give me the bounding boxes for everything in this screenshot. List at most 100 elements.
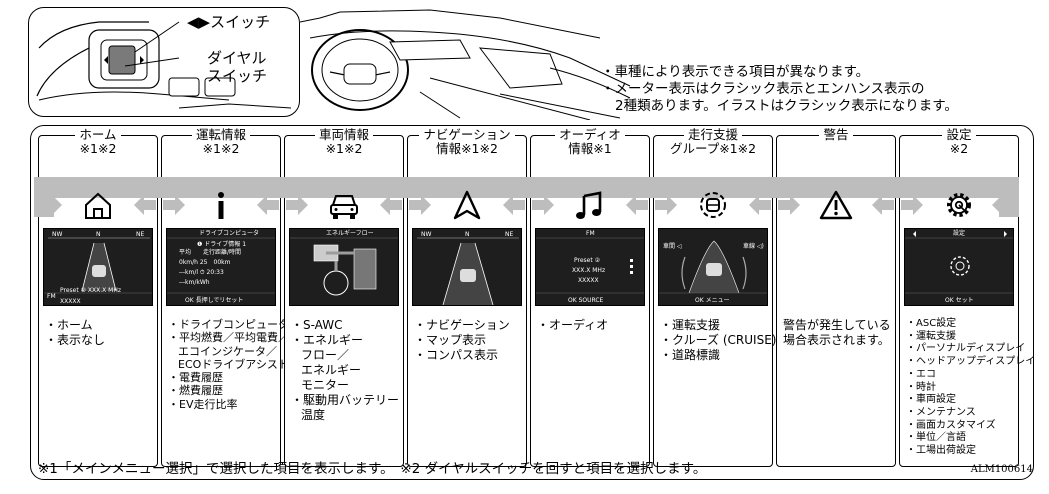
list-item: ・時計 (906, 381, 936, 393)
screen-line: 平均 走行距離/時間 (179, 249, 242, 256)
switch-label: ◀▶スイッチ (187, 13, 271, 31)
list-item: 警告が発生している (783, 318, 891, 332)
screen-compass-nw: NW (52, 231, 63, 238)
screen-header: FM (586, 230, 595, 237)
column-title: ナビゲーション (419, 127, 515, 142)
list-item: ・単位／言語 (906, 432, 966, 444)
column-items: ・オーディオ (537, 318, 645, 333)
screen-line: 車線 ◁) (743, 243, 764, 250)
list-item: ・工場出荷設定 (906, 445, 976, 457)
note-line-3: 2種類あります。イラストはクラシック表示になります。 (615, 98, 958, 114)
gear-icon (947, 193, 971, 217)
screen-compass-nw: NW (421, 231, 432, 238)
column-items: ・運転支援 ・クルーズ (CRUISE) ・道路標識 (660, 318, 776, 363)
screen-footer: OK セット (945, 297, 974, 304)
column-title: 警告 (819, 127, 853, 142)
column-items: 警告が発生している 場合表示されます。 (783, 318, 891, 348)
column-title: ホーム (75, 127, 121, 142)
note-line-1: ・車種により表示できる項目が異なります。 (601, 64, 870, 80)
column-title: 設定 (942, 127, 976, 142)
dial-label-1: ダイヤル (207, 49, 267, 67)
list-item: ・駆動用バッテリー (291, 393, 400, 407)
column-subtitle: ※1※2 (325, 141, 363, 156)
screen-line: ―km/l ⏱ 20:33 (179, 269, 224, 276)
screen-driving-assist: 車間 ◁ 車線 ◁) OK メニュー (658, 228, 768, 306)
screen-line: 車間 ◁ (663, 243, 682, 250)
screen-compass-n: N (465, 231, 470, 238)
home-icon (85, 192, 111, 219)
footnote: ※1「メインメニュー選択」で選択した項目を表示します。 ※2 ダイヤルスイッチを… (38, 461, 707, 477)
list-item: ・平均燃費／平均電費／ (168, 331, 289, 345)
list-item: ・電費履歴 (168, 371, 223, 385)
column-items: ・ホーム ・表示なし (45, 318, 153, 348)
screen-line: ―km/kWh (179, 279, 210, 286)
screen-header: エネルギーフロー (326, 230, 374, 237)
list-item: ・マップ表示 (414, 333, 487, 347)
car-icon (330, 195, 358, 219)
column-items: ・ASC設定 ・運転支援 ・パーソナルディスプレイ ・ヘッドアップディスプレイ … (906, 318, 1036, 458)
list-item: ・ナビゲーション (414, 318, 510, 332)
list-item: ・ホーム (45, 318, 93, 332)
list-item: エコインジケータ／ (178, 344, 277, 358)
screen-header: ドライブコンピュータ (199, 230, 260, 237)
column-title: オーディオ (555, 127, 625, 142)
steering-switch-drawing (36, 21, 292, 109)
screen-line: XXX.X MHz (572, 267, 606, 274)
list-item: フロー／ (301, 348, 350, 362)
music-note-icon (576, 191, 602, 219)
dial-label-2: スイッチ (207, 67, 268, 85)
note-line-2: ・メーター表示はクラシック表示とエンハンス表示の (601, 81, 925, 97)
list-item: ・ASC設定 (906, 318, 957, 329)
column-title: 走行支援 (683, 127, 742, 142)
column-subtitle: ※2 (949, 141, 969, 156)
screen-footer: OK 長押しでリセット (185, 297, 244, 304)
screen-station: XXXXX (60, 298, 81, 305)
menu-frame (30, 125, 1034, 480)
column-items: ・ドライブコンピュータ ・平均燃費／平均電費／ エコインジケータ／ ECOドライ… (168, 318, 289, 411)
warning-icon (819, 190, 853, 220)
screen-compass-ne: NE (136, 231, 145, 238)
info-icon (218, 192, 224, 219)
driving-assist-icon (700, 192, 726, 218)
list-item: 場合表示されます。 (783, 333, 890, 347)
list-item: 温度 (301, 408, 326, 422)
screen-footer: OK SOURCE (568, 297, 604, 304)
list-item: ・エネルギー (291, 333, 364, 347)
screen-preset: Preset ② XXX.X MHz (60, 287, 121, 294)
screen-compass-n: N (96, 231, 101, 238)
column-subtitle: グループ※1※2 (669, 141, 757, 156)
screen-audio: FM Preset ② XXX.X MHz XXXXX OK SOURCE (535, 228, 645, 306)
screen-home: NW N NE Preset ② XXX.X MHz FM XXXXX (43, 228, 153, 306)
list-item: ・運転支援 (660, 318, 721, 332)
column-title: 運転情報 (191, 127, 250, 142)
screen-header: 設定 (953, 230, 966, 237)
column-title: 車両情報 (314, 127, 373, 142)
list-item: ・車両設定 (906, 394, 956, 406)
list-item: モニター (301, 378, 350, 392)
menu-cycle-band-overlay (35, 177, 1010, 198)
list-item: ・エコ (906, 368, 936, 380)
dashboard-illustration (300, 9, 631, 120)
notes: ・車種により表示できる項目が異なります。 ・メーター表示はクラシック表示とエンハ… (601, 64, 958, 115)
steering-switch-inset: ◀▶スイッチ ダイヤル スイッチ (28, 7, 300, 117)
list-item: ECOドライブアシスト (178, 357, 289, 371)
screen-line: Preset ② (574, 257, 600, 264)
column-items: ・ナビゲーション ・マップ表示 ・コンパス表示 (414, 318, 522, 363)
list-item: ・ヘッドアップディスプレイ (906, 356, 1036, 368)
screen-drive-info: ドライブコンピュータ ❶ ドライブ情報 1 平均 走行距離/時間 0km/h 2… (166, 228, 276, 306)
column-subtitle: ※1※2 (79, 141, 117, 156)
column-subtitle: 情報※1 (568, 141, 612, 156)
list-item: ・オーディオ (537, 318, 609, 332)
list-item: ・S-AWC (291, 318, 343, 332)
list-item: ・画面カスタマイズ (906, 419, 996, 431)
screen-line: ❶ ドライブ情報 1 (197, 241, 247, 248)
list-item: ・パーソナルディスプレイ (906, 343, 1026, 355)
screen-line: 0km/h 25 00km (179, 259, 231, 266)
figure-code: ALM100614 (970, 464, 1033, 475)
list-item: ・道路標識 (660, 348, 721, 362)
column-subtitle: ※1※2 (202, 141, 240, 156)
screen-settings: 設定 OK セット (904, 228, 1014, 306)
screen-compass-ne: NE (505, 231, 514, 238)
column-subtitle: 情報※1※2 (436, 141, 498, 156)
